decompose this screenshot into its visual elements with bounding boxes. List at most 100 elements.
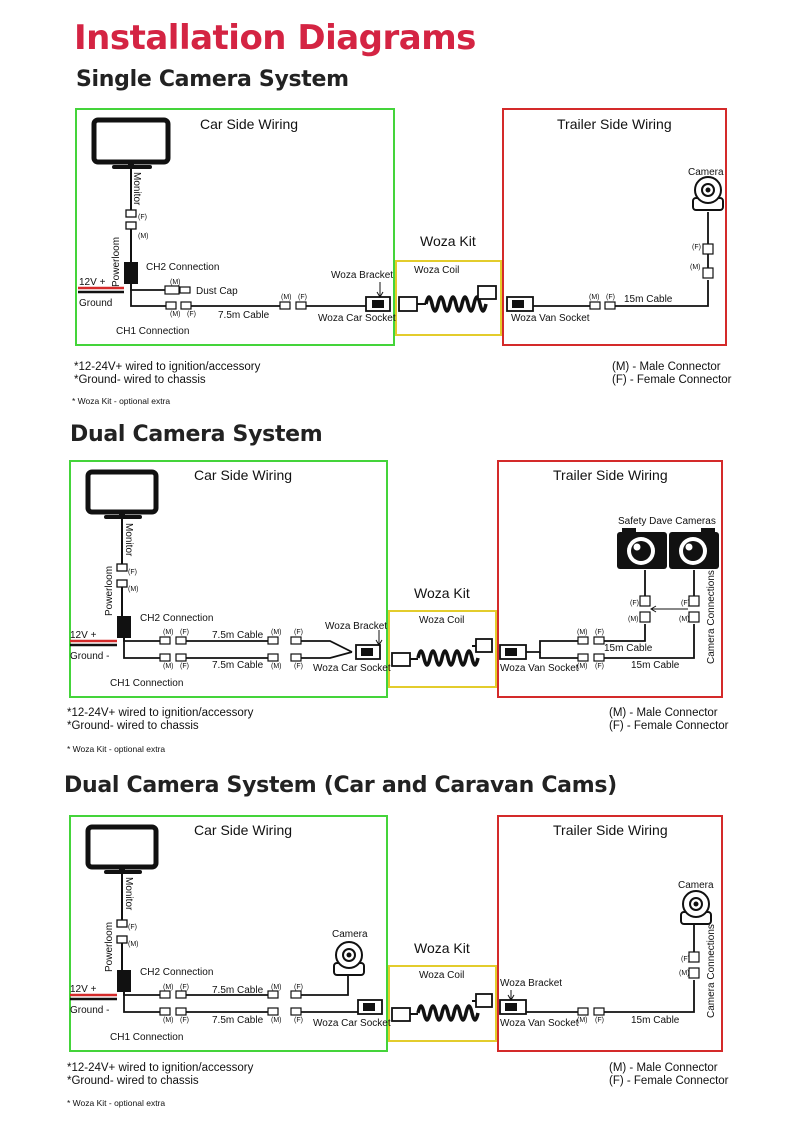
trailer-side-title: Trailer Side Wiring (557, 116, 672, 132)
cable-label: 7.5m Cable (212, 630, 264, 641)
note-ignition: *12-24V+ wired to ignition/accessory (67, 1062, 254, 1074)
connector-m: (M) (271, 1017, 282, 1024)
woza-coil-label: Woza Coil (419, 615, 465, 626)
connector-f: (F) (180, 629, 189, 636)
car-side-title: Car Side Wiring (194, 467, 293, 483)
car-side-title: Car Side Wiring (200, 116, 299, 132)
connector-m: (M) (163, 629, 174, 636)
connector-m: (M) (170, 311, 181, 318)
12v-label: 12V + (70, 630, 97, 641)
connector-m: (M) (163, 663, 174, 670)
cable-label: 15m Cable (624, 294, 673, 305)
car-side-title: Car Side Wiring (194, 822, 293, 838)
connector-m: (M) (163, 984, 174, 991)
connector-m: (M) (271, 663, 282, 670)
connector-f: (F) (294, 1017, 303, 1024)
note-ground: *Ground- wired to chassis (67, 720, 199, 732)
connector-f: (F) (180, 663, 189, 670)
connector-f: (F) (128, 569, 137, 576)
camera-label: Camera (678, 880, 714, 891)
woza-van-socket-label: Woza Van Socket (500, 1018, 579, 1029)
note-ignition: *12-24V+ wired to ignition/accessory (74, 361, 261, 373)
trailer-side-box (497, 460, 723, 698)
note-ground: *Ground- wired to chassis (67, 1075, 199, 1087)
connector-f: (F) (294, 663, 303, 670)
connector-f: (F) (180, 984, 189, 991)
page-title: Installation Diagrams (74, 18, 476, 58)
connector-m: (M) (589, 294, 600, 301)
woza-coil-label: Woza Coil (419, 970, 465, 981)
connector-m: (M) (163, 1017, 174, 1024)
woza-kit-title: Woza Kit (414, 940, 470, 956)
safety-dave-label: Safety Dave Cameras (618, 516, 716, 527)
monitor-label: Monitor (123, 877, 134, 911)
legend-female: (F) - Female Connector (612, 374, 732, 386)
connector-f: (F) (630, 600, 639, 607)
connector-m: (M) (271, 629, 282, 636)
camera-connections-label: Camera Connections (706, 924, 717, 1018)
car-side-box (69, 460, 388, 698)
connector-f: (F) (595, 663, 604, 670)
woza-bracket-label: Woza Bracket (331, 270, 394, 281)
powerloom-label: Powerloom (104, 921, 115, 972)
connector-m: (M) (679, 616, 690, 623)
woza-van-socket-label: Woza Van Socket (511, 313, 590, 324)
ch1-label: CH1 Connection (116, 326, 190, 337)
cable-label: 7.5m Cable (218, 310, 270, 321)
note-optional: * Woza Kit - optional extra (67, 1098, 166, 1108)
note-ignition: *12-24V+ wired to ignition/accessory (67, 707, 254, 719)
woza-coil-label: Woza Coil (414, 265, 460, 276)
dust-cap-label: Dust Cap (196, 286, 238, 297)
12v-label: 12V + (70, 984, 97, 995)
connector-m: (M) (281, 294, 292, 301)
ground-label: Ground - (70, 1005, 110, 1016)
ch1-label: CH1 Connection (110, 678, 184, 689)
note-ground: *Ground- wired to chassis (74, 374, 206, 386)
cable-label: 7.5m Cable (212, 1015, 264, 1026)
woza-bracket-label: Woza Bracket (325, 621, 388, 632)
note-optional: * Woza Kit - optional extra (67, 744, 166, 754)
woza-kit-box (395, 260, 502, 336)
connector-m: (M) (679, 970, 690, 977)
trailer-side-title: Trailer Side Wiring (553, 822, 668, 838)
trailer-side-title: Trailer Side Wiring (553, 467, 668, 483)
connector-m: (M) (128, 941, 139, 948)
ground-label: Ground (79, 298, 113, 309)
cable-label: 15m Cable (631, 1015, 680, 1026)
connector-f: (F) (180, 1017, 189, 1024)
ch2-label: CH2 Connection (140, 967, 214, 978)
legend-female: (F) - Female Connector (609, 1075, 729, 1087)
cable-label: 7.5m Cable (212, 985, 264, 996)
connector-m: (M) (138, 233, 149, 240)
legend-male: (M) - Male Connector (612, 361, 721, 373)
ground-label: Ground - (70, 651, 110, 662)
12v-label: 12V + (79, 277, 106, 288)
woza-car-socket-label: Woza Car Socket (318, 313, 396, 324)
trailer-side-box (497, 815, 723, 1052)
connector-f: (F) (595, 1017, 604, 1024)
ch2-label: CH2 Connection (146, 262, 220, 273)
woza-kit-title: Woza Kit (414, 585, 470, 601)
connector-f: (F) (128, 924, 137, 931)
woza-van-socket-label: Woza Van Socket (500, 663, 579, 674)
legend-male: (M) - Male Connector (609, 707, 718, 719)
connector-m: (M) (577, 663, 588, 670)
connector-f: (F) (681, 600, 690, 607)
camera-label: Camera (332, 929, 368, 940)
connector-f: (F) (294, 629, 303, 636)
note-optional: * Woza Kit - optional extra (72, 396, 171, 406)
legend-male: (M) - Male Connector (609, 1062, 718, 1074)
cable-label: 15m Cable (604, 643, 653, 654)
woza-car-socket-label: Woza Car Socket (313, 1018, 391, 1029)
ch1-label: CH1 Connection (110, 1032, 184, 1043)
cable-label: 15m Cable (631, 660, 680, 671)
connector-f: (F) (187, 311, 196, 318)
woza-car-socket-label: Woza Car Socket (313, 663, 391, 674)
woza-kit-title: Woza Kit (420, 233, 476, 249)
connector-f: (F) (138, 214, 147, 221)
car-side-box (75, 108, 395, 346)
section-heading: Single Camera System (76, 67, 349, 92)
connector-m: (M) (628, 616, 639, 623)
